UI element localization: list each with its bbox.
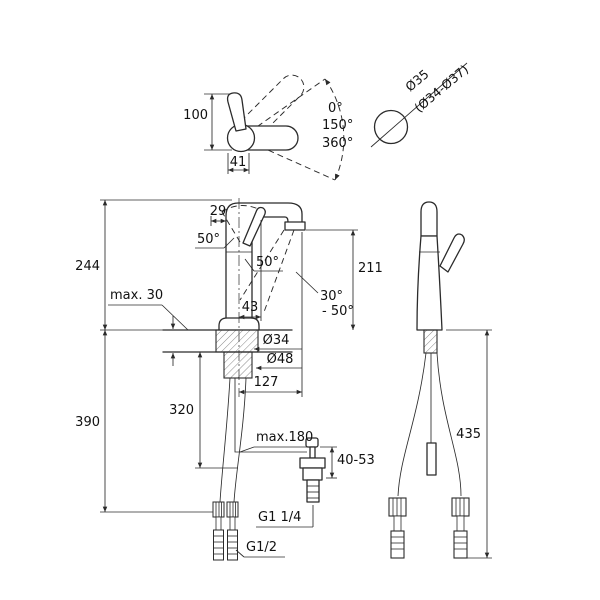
spout-outer bbox=[225, 202, 303, 245]
hose-end-stud bbox=[212, 501, 225, 561]
lever-top-view bbox=[226, 92, 247, 132]
lever-handle bbox=[242, 206, 266, 247]
deck-section bbox=[215, 329, 259, 353]
swivel-radial bbox=[240, 78, 326, 139]
supply-hose bbox=[233, 377, 247, 503]
swivel-30: 30° bbox=[320, 289, 343, 304]
drain-adjust-label: 40-53 bbox=[337, 453, 375, 468]
angle-50-left: 50° bbox=[197, 232, 220, 247]
supply-hose-side bbox=[436, 352, 462, 497]
rotation-arc bbox=[324, 78, 345, 181]
dim-height-100: 100 bbox=[183, 108, 208, 123]
dim-43: 43 bbox=[242, 300, 259, 315]
dim-211: 211 bbox=[358, 261, 383, 276]
hose-thread-label: G1/2 bbox=[246, 540, 277, 555]
dim-320: 320 bbox=[169, 403, 194, 418]
dim-29: 29 bbox=[210, 204, 227, 219]
shank-side bbox=[423, 329, 438, 354]
drain-thread-label: G1 1/4 bbox=[258, 510, 301, 525]
pop-up-drain bbox=[299, 437, 326, 503]
swivel-dash bbox=[239, 229, 285, 301]
lever-arc bbox=[221, 205, 261, 213]
mounting-nut bbox=[223, 351, 253, 379]
supply-hose-side bbox=[397, 352, 427, 497]
swivel-leader bbox=[295, 271, 319, 294]
swivel-50: - 50° bbox=[322, 304, 354, 319]
supply-hose bbox=[219, 377, 231, 503]
hose-end-stud bbox=[388, 497, 407, 559]
hole-circle bbox=[373, 109, 409, 145]
dia-48-label: Ø48 bbox=[267, 352, 294, 367]
spout-swivel-ghost bbox=[237, 74, 305, 142]
max-deck-label: max. 30 bbox=[110, 288, 163, 303]
rod-toggle bbox=[426, 442, 437, 476]
hose-end-stud bbox=[226, 501, 239, 561]
dim-offset-41: 41 bbox=[230, 155, 247, 170]
rotation-angle-0: 0° bbox=[328, 101, 343, 116]
dia-34-label: Ø34 bbox=[263, 333, 290, 348]
dim-435: 435 bbox=[456, 427, 481, 442]
dimension-lines bbox=[100, 199, 492, 559]
front-view bbox=[162, 198, 326, 561]
aerator bbox=[284, 221, 306, 231]
mounting-hole bbox=[370, 62, 468, 148]
spout-profile bbox=[420, 201, 438, 237]
dim-127: 127 bbox=[254, 375, 279, 390]
hose-end-stud bbox=[451, 497, 470, 559]
rotation-angle-150: 150° bbox=[322, 118, 353, 133]
top-view bbox=[204, 74, 345, 181]
body-profile bbox=[416, 235, 443, 331]
dim-244: 244 bbox=[75, 259, 100, 274]
dim-390: 390 bbox=[75, 415, 100, 430]
lever-ghost bbox=[221, 211, 241, 243]
lever-handle-side bbox=[439, 233, 465, 273]
side-view bbox=[388, 201, 470, 559]
rod-length-label: max.180 bbox=[256, 430, 313, 445]
pop-up-rod bbox=[234, 378, 307, 453]
rotation-angle-360: 360° bbox=[322, 136, 353, 151]
swivel-radial bbox=[240, 137, 336, 181]
hole-leader-line bbox=[370, 62, 468, 148]
angle-50-right: 50° bbox=[256, 255, 279, 270]
